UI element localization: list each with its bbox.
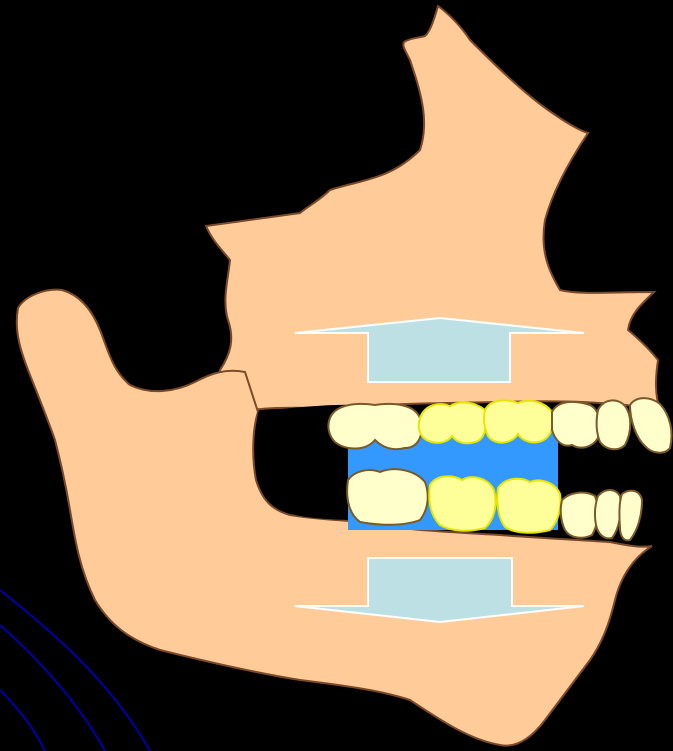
upper-tooth-highlighted — [484, 400, 553, 442]
lower-tooth-highlighted — [497, 479, 560, 533]
lower-tooth — [619, 491, 642, 541]
lower-tooth — [347, 469, 428, 525]
upper-tooth — [597, 400, 631, 449]
upper-tooth-highlighted — [419, 403, 486, 444]
lower-tooth — [595, 490, 621, 538]
lower-tooth-highlighted — [429, 476, 495, 530]
upper-tooth — [630, 398, 672, 453]
upper-tooth — [552, 402, 600, 448]
lower-tooth — [561, 493, 598, 538]
